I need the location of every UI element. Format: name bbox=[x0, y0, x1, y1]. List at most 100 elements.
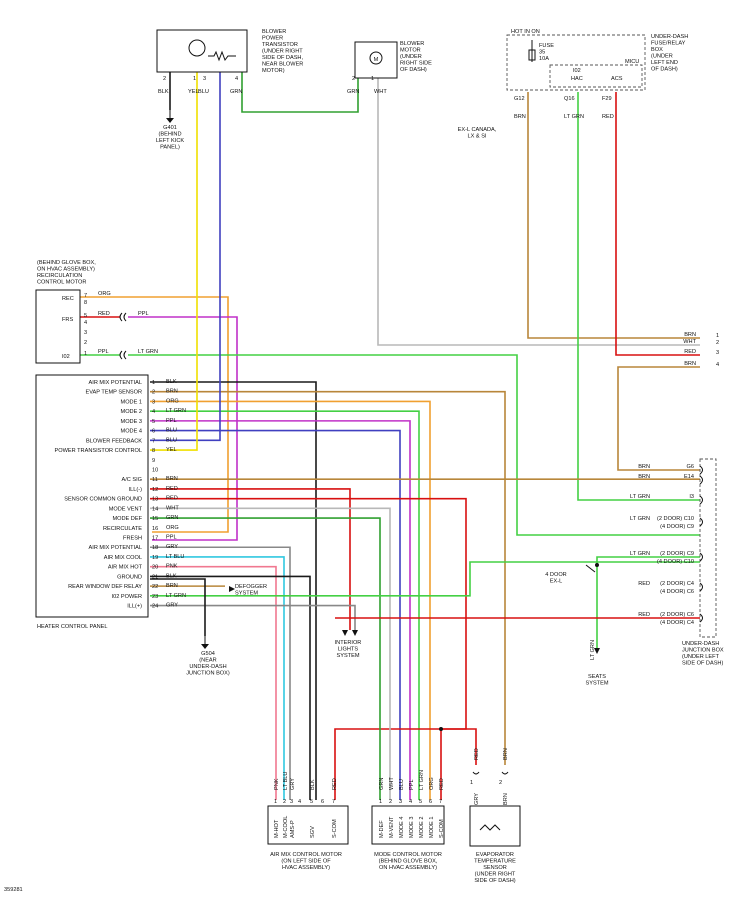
panel-row-label: EVAP TEMP SENSOR bbox=[86, 390, 142, 396]
airmix-wire-code: GRY bbox=[290, 778, 296, 790]
mode-pin-label: S-COM bbox=[439, 819, 445, 838]
evap-top-wire-code: RED bbox=[474, 748, 480, 760]
panel-wire-19 bbox=[150, 556, 285, 800]
panel-wire-code: WHT bbox=[166, 505, 179, 511]
panel-wire-code: LT BLU bbox=[166, 554, 184, 560]
blower-motor-title: RIGHT SIDE bbox=[400, 61, 432, 67]
panel-wire-7 bbox=[150, 72, 221, 442]
thermistor-icon bbox=[479, 824, 501, 831]
mode-wire-code: RED bbox=[439, 778, 445, 790]
mode-pin-label: MODE 4 bbox=[399, 817, 405, 838]
airmix-title: (ON LEFT SIDE OF bbox=[281, 859, 331, 865]
airmix-wire-code: LT BLU bbox=[283, 772, 289, 790]
panel-pin: 18 bbox=[152, 545, 158, 551]
transistor-title: (UNDER RIGHT bbox=[262, 49, 303, 55]
junction-terminal: (4 DOOR) C9 bbox=[660, 524, 694, 530]
blower-transistor-box bbox=[156, 29, 248, 73]
ppl-fresh bbox=[128, 316, 238, 541]
mode-pin: 4 bbox=[409, 799, 412, 805]
fuse-box-title: BOX bbox=[651, 47, 663, 53]
defogger-arrow bbox=[229, 586, 235, 592]
panel-pin: 9 bbox=[152, 458, 155, 464]
panel-pin: 20 bbox=[152, 565, 158, 571]
fuse-label: 10A bbox=[539, 56, 549, 62]
recirc-i02: I02 bbox=[62, 354, 70, 360]
junction-connector-icon bbox=[699, 517, 703, 527]
panel-pin: 6 bbox=[152, 429, 155, 435]
airmix-title: HVAC ASSEMBLY) bbox=[282, 865, 330, 871]
fuse-terminal: G12 bbox=[514, 96, 525, 102]
evap-title: SIDE OF DASH) bbox=[474, 878, 515, 884]
evap-wire-code: GRY bbox=[474, 793, 480, 805]
panel-wire-23 bbox=[150, 561, 700, 597]
airmix-pin-label: M-HOT bbox=[274, 819, 280, 838]
panel-row-label: MODE 2 bbox=[121, 409, 142, 415]
resistor-icon bbox=[208, 50, 236, 62]
airmix-pin: 7 bbox=[332, 799, 335, 805]
mode-pin-label: M-VENT bbox=[389, 816, 395, 838]
g401-label: G401 bbox=[163, 125, 177, 131]
panel-wire-18 bbox=[150, 546, 291, 800]
recirc-title: CONTROL MOTOR bbox=[37, 280, 86, 286]
connector-icon bbox=[119, 350, 127, 360]
panel-pin: 24 bbox=[152, 604, 158, 610]
right-wire-num: 4 bbox=[716, 362, 719, 368]
mode-wire-code: BLU bbox=[399, 779, 405, 790]
org-recirculate bbox=[80, 296, 229, 533]
junction-terminal: (4 DOOR) C4 bbox=[660, 620, 694, 626]
exl-note: LX & SI bbox=[468, 134, 487, 140]
panel-wire-12 bbox=[150, 488, 351, 630]
micu-label: MICU bbox=[625, 59, 639, 65]
panel-row-label: RECIRCULATE bbox=[103, 526, 142, 532]
junction-title: SIDE OF DASH) bbox=[682, 661, 723, 667]
fuse-terminal: F29 bbox=[602, 96, 612, 102]
seats-label: SEATS bbox=[588, 674, 606, 680]
g504-label: UNDER-DASH bbox=[189, 664, 226, 670]
door-note: EX-L bbox=[550, 579, 562, 585]
panel-wire-code: BRN bbox=[166, 389, 178, 395]
transistor-title: MOTOR) bbox=[262, 68, 285, 74]
evap-wire-code: BRN bbox=[503, 793, 509, 805]
transistor-wire-code: YEL bbox=[188, 89, 199, 95]
panel-pin: 4 bbox=[152, 409, 155, 415]
mode-title: MODE CONTROL MOTOR bbox=[374, 852, 442, 858]
panel-wire-14 bbox=[150, 507, 391, 800]
mode-pin-label: MODE 1 bbox=[429, 817, 435, 838]
mode-motor-box bbox=[371, 805, 445, 845]
recirc-pin: 5 bbox=[84, 313, 87, 319]
mode-title: (BEHIND GLOVE BOX, bbox=[379, 859, 438, 865]
panel-wire-code: LT GRN bbox=[166, 593, 186, 599]
panel-wire-4 bbox=[150, 410, 420, 800]
evap-title: TEMPERATURE bbox=[474, 859, 516, 865]
transistor-title: TRANSISTOR bbox=[262, 42, 298, 48]
panel-wire-code: BLK bbox=[166, 573, 177, 579]
wire-layer bbox=[80, 72, 700, 800]
airmix-pin: 2 bbox=[283, 799, 286, 805]
panel-pin: 1 bbox=[152, 380, 155, 386]
interior-lights-label: SYSTEM bbox=[336, 653, 359, 659]
panel-wire-code: LT GRN bbox=[166, 408, 186, 414]
panel-row-label: ILL(+) bbox=[127, 604, 142, 610]
mode-wire-code: ORG bbox=[429, 777, 435, 790]
panel-pin: 17 bbox=[152, 536, 158, 542]
airmix-wire-code: RED bbox=[332, 778, 338, 790]
recirc-wire-code: ORG bbox=[98, 291, 111, 297]
evap-pin: 1 bbox=[470, 780, 473, 786]
airmix-pin-label: AMS-P bbox=[290, 820, 296, 838]
fuse-wire-code: RED bbox=[602, 114, 614, 120]
panel-wire-code: BLU bbox=[166, 428, 177, 434]
panel-row-label: AIR MIX POTENTIAL bbox=[89, 545, 142, 551]
junction-wire-code: RED bbox=[638, 581, 650, 587]
junction-wire-code: LT GRN bbox=[630, 516, 650, 522]
blower-motor-title: (UNDER bbox=[400, 54, 422, 60]
transistor-pin: 3 bbox=[203, 76, 206, 82]
panel-wire-code: YEL bbox=[166, 447, 177, 453]
blower-motor-title: BLOWER bbox=[400, 41, 424, 47]
transistor-title: NEAR BLOWER bbox=[262, 62, 303, 68]
panel-row-label: AIR MIX COOL bbox=[104, 555, 142, 561]
g401-label: LEFT KICK bbox=[156, 138, 184, 144]
relay-label: HAC bbox=[571, 76, 583, 82]
brn-fuse-to-junction bbox=[527, 92, 700, 339]
junction-title: UNDER-DASH bbox=[682, 641, 719, 647]
transistor-pin: 1 bbox=[193, 76, 196, 82]
